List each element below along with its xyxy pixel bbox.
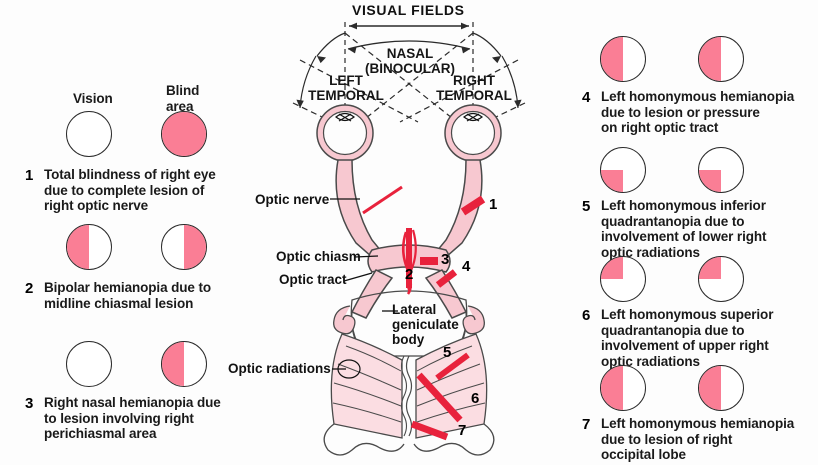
- item-number-4: 4: [582, 89, 591, 106]
- item-number-3: 3: [25, 395, 34, 412]
- optic-nerve-label: Optic nerve: [255, 192, 330, 207]
- visual-fields-title: VISUAL FIELDS: [352, 2, 465, 18]
- item-caption-4: Left homonymous hemianopia due to lesion…: [601, 89, 795, 135]
- optic-chiasm-label: Optic chiasm: [276, 249, 361, 264]
- field-fill: [699, 366, 721, 410]
- item-number-5: 5: [582, 198, 591, 215]
- legend-vision-label: Vision: [73, 91, 113, 106]
- optic-tract-label: Optic tract: [279, 272, 347, 287]
- item-caption-6: Left homonymous superior quadrantanopia …: [601, 307, 774, 369]
- item-caption-5: Left homonymous inferior quadrantanopia …: [601, 198, 767, 260]
- item-caption-1: Total blindness of right eye due to comp…: [44, 167, 216, 213]
- item-caption-3: Right nasal hemianopia due to lesion inv…: [44, 395, 221, 441]
- lesion-bar-5: [435, 352, 470, 381]
- field-circle-right-eye: [698, 256, 744, 302]
- field-fill: [699, 170, 721, 192]
- field-circle-left-eye: [600, 365, 646, 411]
- field-circle-left-eye: [66, 224, 112, 270]
- lesion-bar-1: [460, 195, 486, 216]
- field-fill: [162, 112, 206, 156]
- field-fill: [67, 225, 89, 269]
- field-fill: [601, 170, 623, 192]
- field-circle-left-eye: [600, 147, 646, 193]
- item-caption-7: Left homonymous hemianopia due to lesion…: [601, 416, 795, 462]
- field-circle-left-eye: [66, 341, 112, 387]
- field-circle-left-eye: [600, 256, 646, 302]
- lesion-number-6: 6: [471, 390, 480, 407]
- lesion-number-2: 2: [405, 266, 414, 283]
- legend-blind-label: Blind area: [166, 83, 200, 114]
- item-caption-2: Bipolar hemianopia due to midline chiasm…: [44, 280, 212, 311]
- field-fill: [601, 37, 623, 81]
- field-fill: [162, 342, 184, 386]
- item-number-7: 7: [582, 416, 591, 433]
- lesion-number-7: 7: [458, 422, 467, 439]
- optic-nerve-pointer-slash: [362, 185, 403, 215]
- label-leader-lines: [330, 198, 398, 379]
- lesion-bar-4: [435, 269, 458, 288]
- lesion-number-3: 3: [441, 251, 450, 268]
- field-fill: [184, 225, 206, 269]
- field-circle-right-eye: [161, 111, 207, 157]
- lesion-bar-6: [416, 372, 463, 423]
- lesion-bar-2: [401, 228, 417, 295]
- lateral-geniculate-body-label: Lateral geniculate body: [392, 302, 459, 347]
- item-number-6: 6: [582, 307, 591, 324]
- field-circle-right-eye: [698, 36, 744, 82]
- field-left-temporal-label: LEFT TEMPORAL: [308, 73, 384, 103]
- field-circle-right-eye: [161, 341, 207, 387]
- field-right-temporal-label: RIGHT TEMPORAL: [436, 73, 512, 103]
- field-fill: [699, 257, 721, 279]
- field-nasal-label: NASAL (BINOCULAR): [365, 46, 455, 76]
- lesion-bar-7: [410, 420, 449, 441]
- field-circle-right-eye: [698, 147, 744, 193]
- field-circle-right-eye: [161, 224, 207, 270]
- lesion-number-5: 5: [443, 344, 452, 361]
- field-circle-right-eye: [698, 365, 744, 411]
- field-fill: [699, 37, 721, 81]
- lesion-number-4: 4: [462, 258, 471, 275]
- field-circle-left-eye: [66, 111, 112, 157]
- item-number-1: 1: [25, 167, 34, 184]
- optic-radiations-label: Optic radiations: [228, 361, 331, 376]
- lesion-number-1: 1: [489, 196, 498, 213]
- field-fill: [601, 366, 623, 410]
- item-number-2: 2: [25, 280, 34, 297]
- field-circle-left-eye: [600, 36, 646, 82]
- field-fill: [601, 257, 623, 279]
